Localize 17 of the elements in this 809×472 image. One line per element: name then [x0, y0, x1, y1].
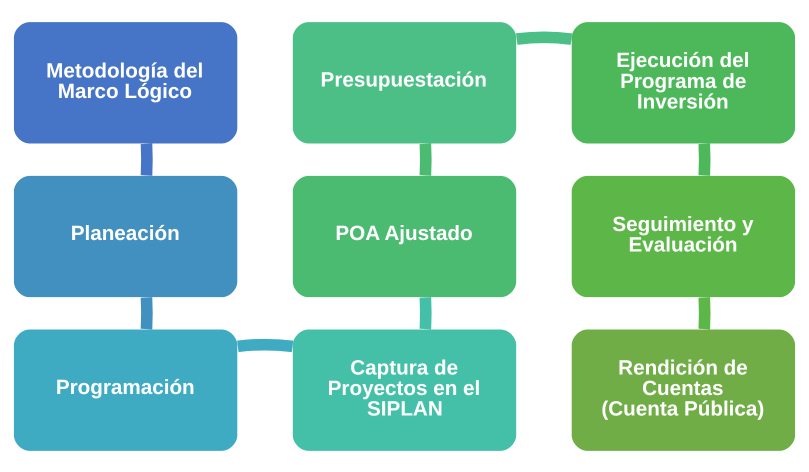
connector	[698, 143, 710, 176]
node-box: Ejecución del Programa de Inversión	[572, 22, 796, 144]
connector	[237, 338, 294, 352]
connector	[420, 143, 432, 176]
node-box: Presupuestación	[292, 22, 516, 144]
connector	[140, 296, 153, 329]
connector	[516, 31, 572, 44]
node-box: Planeación	[14, 175, 238, 297]
node-box: POA Ajustado	[292, 175, 516, 297]
node-box: Rendición de Cuentas (Cuenta Pública)	[572, 328, 796, 450]
node-box: Metodología del Marco Lógico	[14, 22, 238, 144]
connector	[420, 296, 432, 329]
node-box: Seguimiento y Evaluación	[572, 175, 796, 297]
connector	[140, 143, 153, 176]
connector	[698, 296, 710, 329]
node-box: Captura de Proyectos en el SIPLAN	[292, 328, 516, 450]
node-box: Programación	[14, 328, 238, 450]
